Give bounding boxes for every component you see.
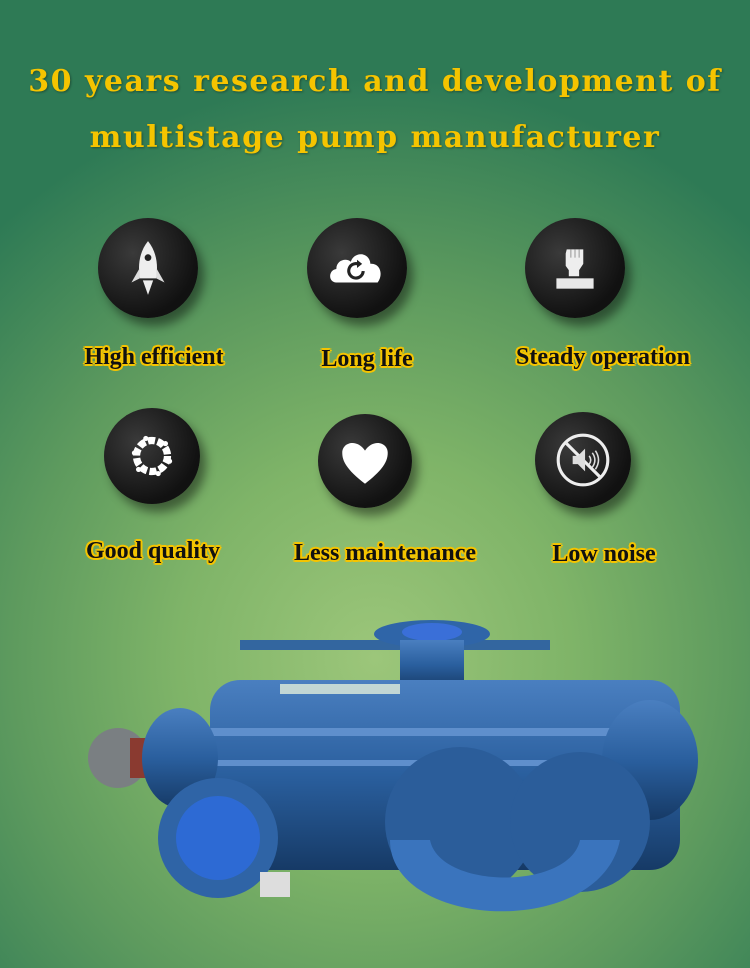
aperture-icon (131, 435, 173, 477)
heart-icon (342, 443, 388, 484)
feature-circle-less-maintenance (318, 414, 412, 508)
mute-icon (556, 433, 610, 487)
feature-label-low-noise: Low noise (552, 541, 656, 567)
headline-line-1: 30 years research and development of (28, 64, 722, 99)
feature-circle-steady-operation (525, 218, 625, 318)
feature-circle-good-quality (104, 408, 200, 504)
fist-icon (556, 249, 594, 289)
feature-label-high-efficient: High efficient (84, 344, 224, 370)
feature-circle-high-efficient (98, 218, 198, 318)
headline-line-2: multistage pump manufacturer (89, 120, 661, 155)
feature-circle-low-noise (535, 412, 631, 508)
feature-label-good-quality: Good quality (85, 538, 221, 564)
feature-label-steady-operation: Steady operation (516, 344, 690, 370)
multistage-pump-image (88, 620, 698, 912)
cloud-refresh-icon (330, 254, 381, 283)
feature-circle-long-life (307, 218, 407, 318)
feature-label-long-life: Long life (321, 346, 413, 372)
feature-label-less-maintenance: Less maintenance (294, 540, 476, 566)
rocket-icon (131, 241, 165, 295)
